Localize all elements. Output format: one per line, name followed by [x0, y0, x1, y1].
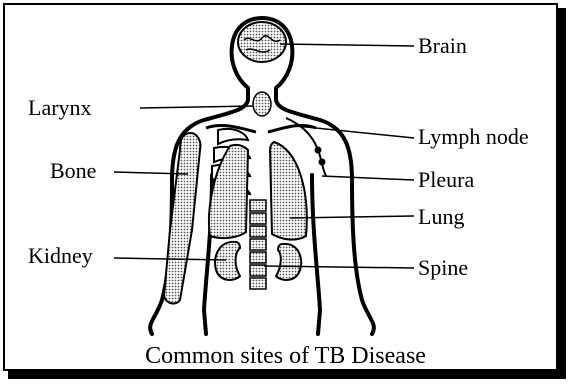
label-bone: Bone: [50, 160, 96, 182]
left-kidney: [215, 242, 240, 280]
right-lung: [270, 142, 307, 240]
brain: [238, 22, 286, 62]
label-lung: Lung: [418, 206, 464, 228]
larynx: [253, 92, 271, 116]
right-kidney: [276, 244, 301, 280]
label-brain: Brain: [418, 35, 467, 57]
label-kidney: Kidney: [28, 245, 93, 267]
figure-caption: Common sites of TB Disease: [0, 343, 571, 370]
label-larynx: Larynx: [28, 97, 92, 119]
spine: [250, 200, 266, 289]
label-pleura: Pleura: [418, 169, 474, 191]
label-spine: Spine: [418, 257, 468, 279]
label-lymph-node: Lymph node: [418, 126, 529, 148]
